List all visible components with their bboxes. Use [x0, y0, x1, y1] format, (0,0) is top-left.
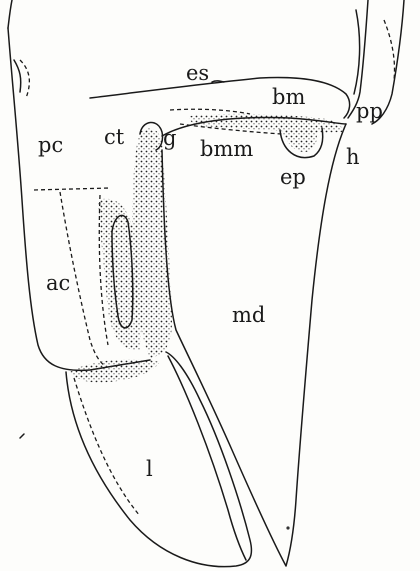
label-bm: bm — [272, 85, 305, 109]
label-l: l — [146, 457, 153, 481]
l-outline — [66, 352, 251, 567]
label-bmm: bmm — [200, 137, 253, 161]
label-ac: ac — [46, 271, 70, 295]
l-left-dashed — [74, 378, 140, 516]
l-inner-edge — [168, 356, 246, 560]
pc-upper-curve — [14, 60, 21, 92]
label-pp: pp — [356, 99, 383, 123]
label-ct: ct — [104, 125, 125, 149]
pp-dotted — [384, 20, 395, 80]
stippled-membrane — [189, 114, 342, 133]
md-outline — [162, 124, 346, 566]
label-g: g — [163, 126, 176, 150]
label-es: es — [186, 61, 209, 85]
label-h: h — [346, 145, 360, 169]
label-md: md — [232, 303, 265, 327]
pc-top-outline — [8, 0, 12, 28]
label-pc: pc — [38, 133, 63, 157]
small-dot-mark — [286, 526, 289, 529]
stippled-base — [70, 359, 160, 382]
tick-mark — [20, 434, 24, 438]
pc-dotted-curve — [20, 60, 29, 98]
es-line — [90, 78, 350, 118]
label-ep: ep — [280, 165, 306, 189]
